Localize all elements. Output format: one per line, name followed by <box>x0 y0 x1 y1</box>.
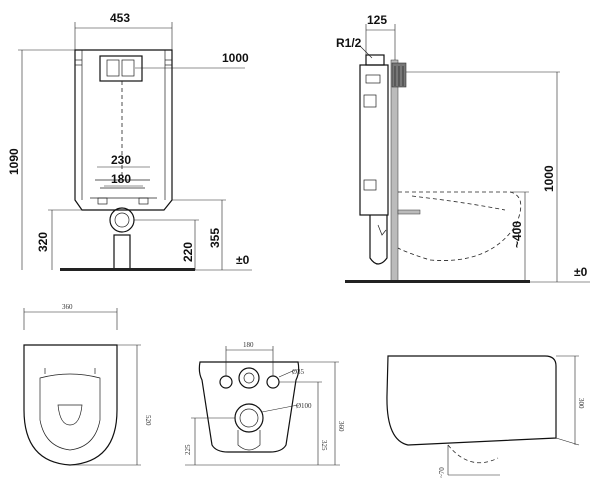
side-height-label: 1000 <box>542 165 556 192</box>
side-outlet-pipe <box>369 215 388 265</box>
side-dimensions: 125 R1/2 1000 ~400 ±0 <box>336 13 590 283</box>
side-view-frame <box>345 54 530 283</box>
bowl-side-view: ~70 300 <box>386 355 585 478</box>
bowl-top-length-label: 520 <box>144 415 152 426</box>
side-bowl-height-label: ~400 <box>510 221 524 248</box>
front-outlet-height-label: 320 <box>36 232 50 252</box>
outlet-back-circle <box>234 403 264 433</box>
back-height-left-label: 225 <box>184 444 192 455</box>
fixing-hole-left <box>219 375 233 389</box>
front-dimensions: 453 1000 1090 230 180 320 220 355 ±0 <box>7 11 252 271</box>
front-floor-label: ±0 <box>236 253 250 267</box>
front-bolt-inner-label: 180 <box>111 172 131 186</box>
front-inlet-height-label: 220 <box>181 242 195 262</box>
front-width-label: 453 <box>110 11 130 25</box>
back-hole-spacing-label: 180 <box>243 341 254 349</box>
bowl-top-width-label: 360 <box>62 303 73 311</box>
side-bowl-height-label: 300 <box>577 398 585 409</box>
side-depth-label: 125 <box>367 13 387 27</box>
side-bowl-bottom-label: ~70 <box>438 467 446 478</box>
back-height-right-label: 360 <box>337 421 345 432</box>
bowl-back-outline <box>198 361 300 453</box>
bowl-side-outline <box>386 355 557 446</box>
front-total-height-label: 1090 <box>7 148 21 175</box>
side-bowl-outline <box>397 191 522 261</box>
bowl-side-outlet <box>447 444 499 464</box>
bowl-top-view: 360 520 <box>23 303 152 466</box>
flush-button-left <box>106 59 120 77</box>
front-floor-line <box>60 268 195 271</box>
bowl-back-view: 180 Ø35 Ø100 225 325 360 <box>184 341 345 466</box>
back-outlet-diameter-label: Ø100 <box>296 402 312 410</box>
front-flush-height-label: 1000 <box>222 51 249 65</box>
bowl-top-seat <box>39 373 101 451</box>
flush-button-right <box>121 59 135 77</box>
flush-plate <box>99 55 143 82</box>
back-hole-diameter-label: Ø35 <box>292 368 305 376</box>
back-height-mid-label: 325 <box>320 440 328 451</box>
inlet-circle <box>238 367 260 389</box>
side-floor-line <box>345 280 530 283</box>
outlet-circle <box>109 207 135 233</box>
front-bolt-height-label: 355 <box>208 228 222 248</box>
fixing-hole-right <box>266 375 280 389</box>
side-floor-label: ±0 <box>574 265 588 279</box>
side-frame-body <box>359 64 389 216</box>
side-wall <box>390 59 399 283</box>
side-connection-label: R1/2 <box>336 36 362 50</box>
outlet-pipe <box>113 234 131 271</box>
front-bolt-outer-label: 230 <box>111 153 131 167</box>
front-view-frame <box>60 49 195 271</box>
